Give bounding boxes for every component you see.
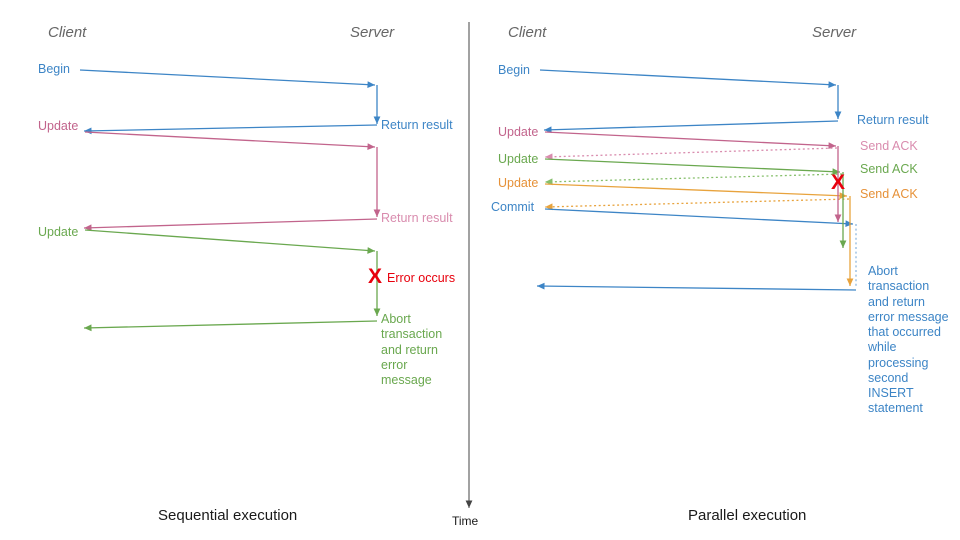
left-panel-label-error-occurs: Error occurs: [387, 271, 456, 285]
right-panel-label-begin: Begin: [498, 63, 530, 77]
left-panel-label-update2: Update: [38, 225, 79, 239]
right_panel-return-result-arrow-head: [544, 126, 552, 134]
left-panel-abort-note: Abort transaction and return error messa…: [381, 312, 443, 387]
right_panel-server-proc-begin-head: [834, 111, 842, 119]
left-panel-label-return-result-1: Return result: [381, 118, 453, 132]
left_panel-update2-request-head: [367, 247, 375, 254]
right-panel-label-update2: Update: [498, 152, 539, 166]
right-panel-caption: Parallel execution: [688, 507, 807, 524]
left-panel-label-update1: Update: [38, 119, 79, 133]
right-panel-client-header: Client: [508, 24, 547, 41]
right_panel-abort-return: [536, 285, 857, 291]
right_panel-server-proc-pink-head: [834, 214, 842, 222]
right-panel-label-send-ack-1: Send ACK: [860, 139, 918, 153]
right-panel-label-send-ack-3: Send ACK: [860, 187, 918, 201]
right_panel-commit-request-head: [845, 220, 853, 228]
right_panel-ack1-return-head: [545, 153, 553, 161]
right-panel-label-update3: Update: [498, 176, 539, 190]
right-panel-label-commit: Commit: [491, 200, 535, 214]
left_panel-update2-request: [84, 229, 376, 252]
left-panel-client-header: Client: [48, 24, 87, 41]
right_panel-return-result-arrow: [543, 120, 839, 131]
right_panel-update2-request-head: [832, 168, 840, 176]
time-axis-label: Time: [452, 514, 479, 528]
right_panel-begin-request-head: [828, 81, 836, 89]
right_panel-server-proc-orange-head: [846, 278, 854, 286]
right_panel-server-proc-green-head: [839, 240, 847, 248]
right_panel-ack2-return-head: [545, 178, 553, 186]
left_panel-update1-request-head: [367, 143, 375, 151]
left_panel-return-result-1-arrow-head: [84, 127, 92, 135]
right_panel-update1-request: [544, 131, 837, 147]
left-panel-label-return-result-2: Return result: [381, 211, 453, 225]
right_panel-ack1-return: [544, 147, 838, 158]
right-panel-label-return-result: Return result: [857, 113, 929, 127]
right-panel-abort-note: Abort transaction and return error messa…: [868, 264, 949, 416]
left-panel-server-header: Server: [350, 24, 395, 41]
time-axis-layer: [465, 22, 473, 508]
right_panel-commit-request: [544, 208, 854, 225]
right_panel-ack3-return: [544, 198, 850, 208]
right_panel-update3-request: [544, 183, 848, 197]
left_panel-server-proc-1-head: [373, 116, 381, 124]
right-panel-label-update1: Update: [498, 125, 539, 139]
right_panel-update1-request-head: [828, 142, 836, 150]
left_panel-abort-return: [83, 320, 378, 329]
left_panel-update1-request: [84, 131, 376, 148]
left-panel-label-begin: Begin: [38, 62, 70, 76]
left_panel-begin-request-head: [367, 81, 375, 89]
left-panel-error-x-marker: X: [368, 265, 383, 288]
left-panel-caption: Sequential execution: [158, 507, 298, 524]
arrow-layer: [79, 69, 857, 332]
right_panel-ack2-return: [544, 173, 843, 183]
time-axis-head: [465, 500, 473, 508]
right_panel-ack3-return-head: [545, 203, 553, 211]
right_panel-abort-return-head: [537, 282, 545, 290]
left_panel-abort-return-head: [84, 324, 92, 332]
left_panel-return-result-1-arrow: [83, 124, 378, 132]
right-panel-error-x-marker: X: [831, 171, 846, 194]
left_panel-server-proc-3-head: [373, 308, 381, 316]
right-panel-server-header: Server: [812, 24, 857, 41]
left_panel-return-result-2-arrow-head: [84, 224, 92, 232]
left_panel-server-proc-2-head: [373, 209, 381, 217]
left_panel-return-result-2-arrow: [83, 218, 378, 229]
right_panel-begin-request: [539, 69, 837, 86]
left_panel-begin-request: [79, 69, 376, 86]
right-panel-label-send-ack-2: Send ACK: [860, 162, 918, 176]
right_panel-update2-request: [544, 158, 841, 173]
